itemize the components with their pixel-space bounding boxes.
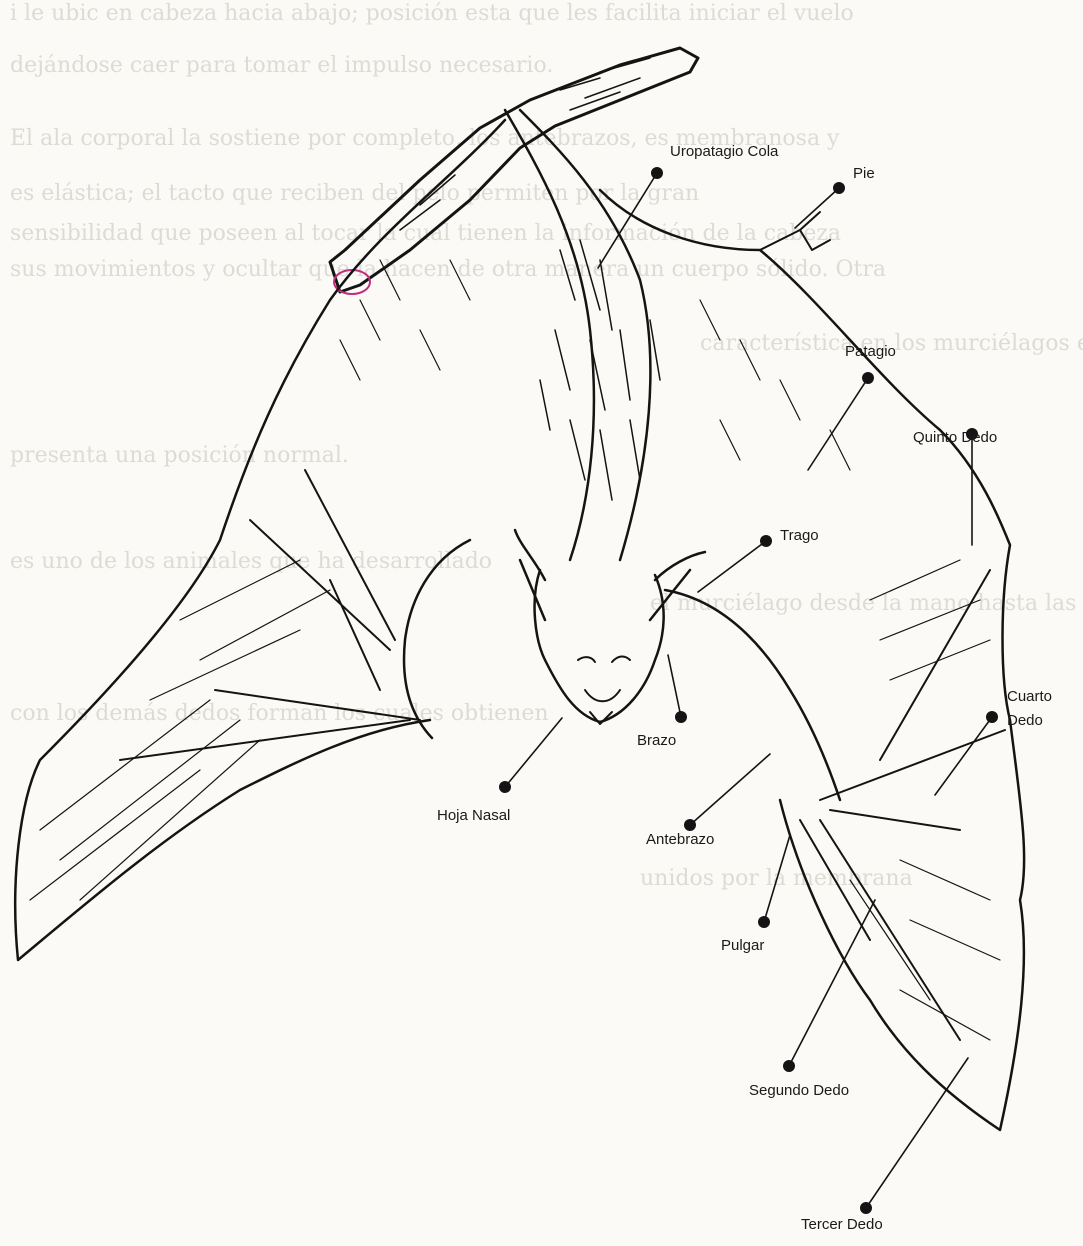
background-text-line: con los demás dedos forman los cuales ob… [10, 701, 549, 726]
leader-line [690, 754, 770, 825]
background-text-line: sensibilidad que poseen al tocar la cual… [10, 221, 841, 246]
label-cuarto-dedo-line2: Dedo [1007, 712, 1043, 730]
leader-line [505, 718, 562, 787]
marker-dot [758, 916, 770, 928]
background-text-line: es elástica; el tacto que reciben del pe… [10, 181, 699, 206]
marker-dot [860, 1202, 872, 1214]
label-pie: Pie [853, 165, 875, 183]
background-text-line: el murciélago desde la mano hasta las al… [650, 591, 1083, 616]
leader-line [789, 900, 875, 1066]
background-text-line: dejándose caer para tomar el impulso nec… [10, 53, 553, 78]
leader-lines [505, 173, 992, 1208]
marker-dot [760, 535, 772, 547]
label-pulgar: Pulgar [721, 937, 764, 955]
label-hoja-nasal: Hoja Nasal [437, 807, 510, 825]
marker-dot [986, 711, 998, 723]
label-quinto-dedo: Quinto Dedo [913, 429, 997, 447]
marker-dot [499, 781, 511, 793]
background-text-line: i le ubic en cabeza hacia abajo; posició… [10, 1, 854, 26]
marker-dot [833, 182, 845, 194]
marker-dot [651, 167, 663, 179]
label-patagio: Patagio [845, 343, 896, 361]
label-markers [499, 167, 998, 1214]
label-uropatagio-cola: Uropatagio Cola [670, 143, 778, 161]
leader-line [866, 1058, 968, 1208]
background-text-line: es uno de los animales que ha desarrolla… [10, 549, 492, 574]
marker-dot [684, 819, 696, 831]
leader-line [808, 378, 868, 470]
label-trago: Trago [780, 527, 819, 545]
marker-dot [783, 1060, 795, 1072]
bat-body-illustration [404, 110, 840, 800]
label-segundo-dedo: Segundo Dedo [749, 1082, 849, 1100]
label-antebrazo: Antebrazo [646, 831, 714, 849]
marker-dot [862, 372, 874, 384]
background-text-line: presenta una posición normal. [10, 443, 349, 468]
marker-dot [675, 711, 687, 723]
label-tercer-dedo: Tercer Dedo [801, 1216, 883, 1234]
leader-line [668, 655, 681, 717]
label-brazo: Brazo [637, 732, 676, 750]
label-cuarto-dedo-line1: Cuarto [1007, 688, 1052, 706]
background-text-line: sus movimientos y ocultar que la hacen d… [10, 257, 886, 282]
leader-line [935, 717, 992, 795]
leader-line [698, 541, 766, 592]
